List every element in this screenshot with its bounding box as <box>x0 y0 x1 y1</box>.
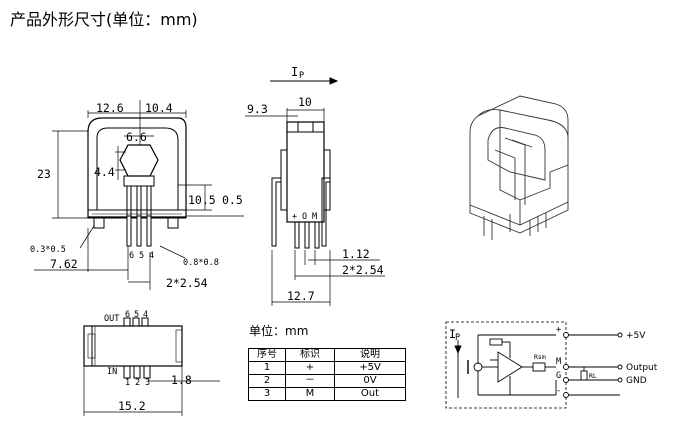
cell-index: 3 <box>248 387 286 401</box>
side-pin-o: O <box>302 212 307 222</box>
cell-mark: M <box>285 387 335 401</box>
dim-1-12: 1.12 <box>342 247 370 261</box>
table-row: 2 － 0V <box>248 374 406 388</box>
front-view: 12.6 10.4 6.6 4.4 23 10.5 0.5 0.3*0.5 7.… <box>30 100 244 290</box>
header-index: 序号 <box>248 348 286 362</box>
bottom-pin-6: 6 <box>125 310 130 320</box>
pin-label-4: 4 <box>149 251 154 261</box>
dim-0-3x0-5: 0.3*0.5 <box>30 245 66 255</box>
side-current-sub: P <box>299 71 304 81</box>
side-view: I P + O M <box>245 65 385 306</box>
rsm-label: Rsm <box>534 353 546 361</box>
bottom-pin-5: 5 <box>134 310 139 320</box>
dim-0-5: 0.5 <box>222 193 243 207</box>
side-pin-m: M <box>312 212 317 222</box>
pin-label-6: 6 <box>129 251 134 261</box>
circuit-diagram: I P Rsm + M G - <box>445 321 658 409</box>
dim-2x2-54: 2*2.54 <box>166 276 208 290</box>
bottom-pin-3: 3 <box>145 378 150 388</box>
dim-12-7: 12.7 <box>287 289 315 303</box>
pin-table: 序号 标识 说明 1 + +5V 2 － 0V 3 M Out <box>248 348 406 401</box>
isometric-view <box>469 95 569 240</box>
cell-mark: － <box>285 374 335 388</box>
in-label: IN <box>107 367 117 377</box>
header-mark: 标识 <box>285 348 335 362</box>
table-row: 3 M Out <box>248 387 406 401</box>
cell-index: 1 <box>248 361 286 375</box>
side-pin-plus: + <box>292 212 297 222</box>
cell-desc: Out <box>334 387 406 401</box>
dim-12-6: 12.6 <box>96 101 124 115</box>
circuit-current-sub: P <box>455 333 460 343</box>
dim-4-4: 4.4 <box>94 165 115 179</box>
pin-m-label: M <box>556 357 561 367</box>
cell-desc: 0V <box>334 374 406 388</box>
dim-10-4: 10.4 <box>145 101 173 115</box>
header-desc: 说明 <box>334 348 406 362</box>
dim-7-62: 7.62 <box>50 257 78 271</box>
bottom-pin-2: 2 <box>135 378 140 388</box>
page-title: 产品外形尺寸(单位：mm) <box>10 10 198 29</box>
dim-6-6: 6.6 <box>126 130 147 144</box>
gnd-label: GND <box>626 376 647 386</box>
cell-desc: +5V <box>334 361 406 375</box>
dim-15-2: 15.2 <box>118 399 146 413</box>
dim-0-8x0-8: 0.8*0.8 <box>183 258 219 268</box>
pin-g-label: G <box>556 371 561 381</box>
unit-label: 单位：mm <box>249 324 309 338</box>
plus-5v-label: +5V <box>626 331 646 341</box>
dim-23: 23 <box>37 167 51 181</box>
dim-9-3: 9.3 <box>247 102 268 116</box>
bottom-pin-1: 1 <box>125 378 130 388</box>
bottom-view: OUT 6 5 4 IN 1 2 3 1.8 15.2 <box>83 310 220 416</box>
dim-10: 10 <box>298 95 312 109</box>
pin-table-header: 序号 标识 说明 <box>248 348 406 362</box>
pin-plus-label: + <box>556 325 561 335</box>
side-current-label: I <box>291 65 298 79</box>
cell-index: 2 <box>248 374 286 388</box>
output-label: Output <box>626 363 658 373</box>
dim-side-2x2-54: 2*2.54 <box>342 263 384 277</box>
bottom-pin-4: 4 <box>143 310 148 320</box>
out-label: OUT <box>104 314 119 324</box>
dim-1-8: 1.8 <box>171 373 192 387</box>
cell-mark: + <box>285 361 335 375</box>
pin-label-5: 5 <box>139 251 144 261</box>
circuit-current-label: I <box>449 327 456 341</box>
dim-10-5: 10.5 <box>188 193 216 207</box>
table-row: 1 + +5V <box>248 361 406 375</box>
pin-minus-label: - <box>556 386 561 396</box>
rl-label: RL <box>589 372 597 380</box>
